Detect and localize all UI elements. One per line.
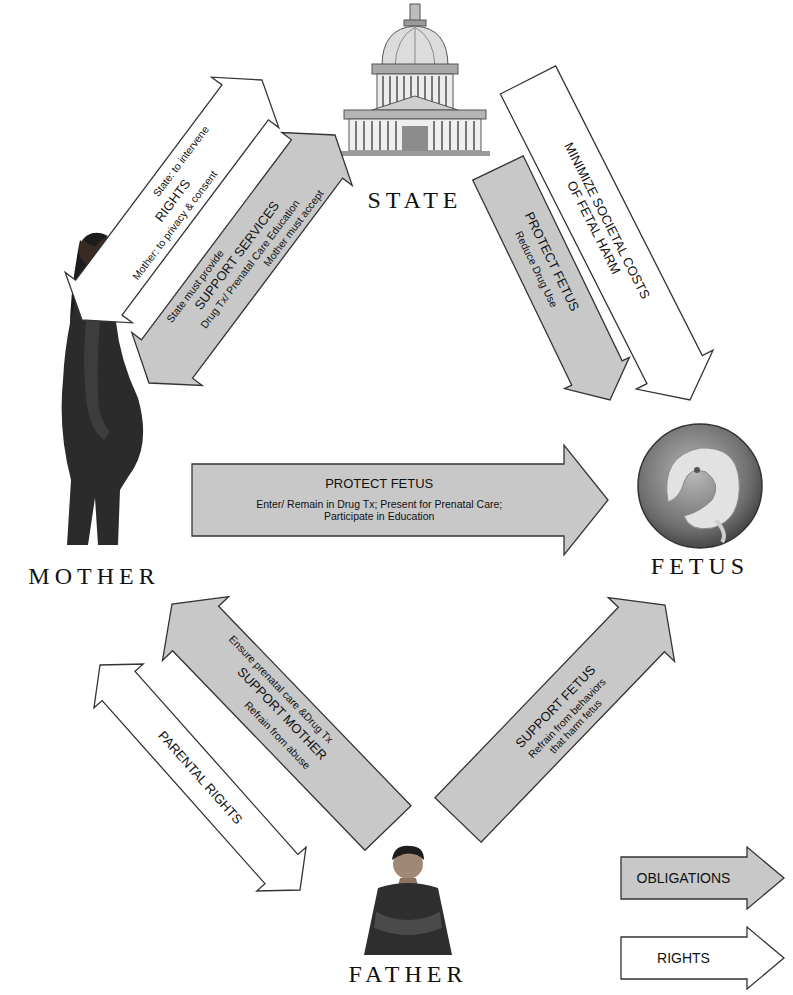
legend-entry: OBLIGATIONS	[620, 846, 785, 910]
fetus-image	[638, 424, 762, 548]
father-figure	[364, 846, 452, 955]
arrow-heading: PARENTAL RIGHTS	[155, 728, 245, 827]
entity-node: FATHER	[340, 832, 476, 990]
block-arrow	[473, 156, 630, 400]
legend-swatch	[621, 847, 784, 909]
entity-node: FETUS	[612, 418, 788, 582]
entity-label: FATHER	[349, 960, 468, 988]
legend-label: OBLIGATIONS	[620, 857, 747, 899]
capitol-illustration	[340, 4, 490, 156]
legend-entry: RIGHTS	[620, 926, 785, 990]
block-arrow	[192, 445, 608, 555]
entity-node: STATE	[335, 0, 495, 216]
block-arrow	[162, 597, 411, 851]
arrow-heading: PROTECT FETUS	[325, 476, 433, 491]
entity-label: MOTHER	[28, 562, 159, 590]
entity-label: FETUS	[651, 552, 749, 580]
legend-swatch	[621, 927, 784, 989]
arrow-note: Enter/ Remain in Drug Tx; Present for Pr…	[247, 498, 512, 522]
legend-label: RIGHTS	[620, 937, 747, 979]
entity-label: STATE	[367, 186, 462, 214]
entity-node: MOTHER	[8, 222, 180, 592]
block-arrow	[435, 598, 675, 843]
